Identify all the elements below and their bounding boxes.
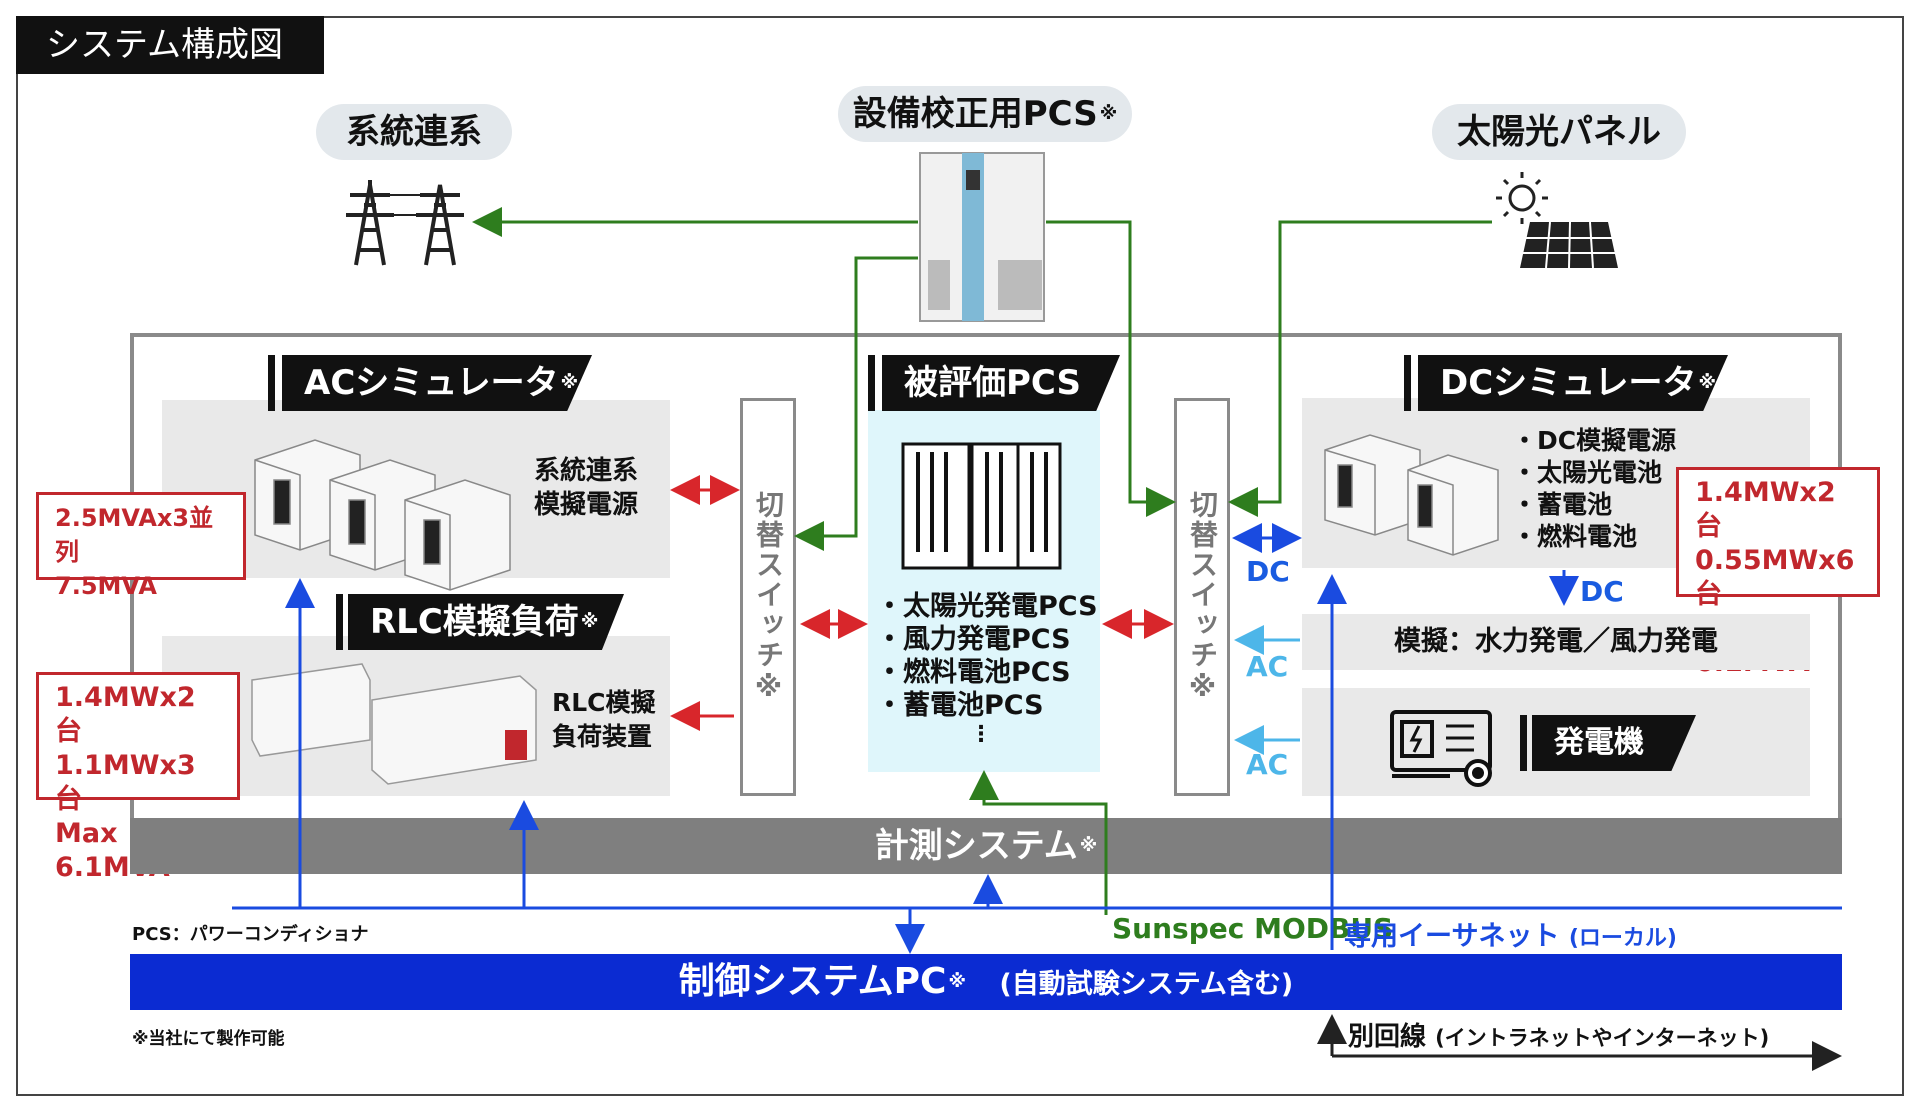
switch-right: 切替スイッチ※ [1174,398,1230,796]
rlc-header-bar [336,594,343,650]
generator-header: 発電機 [1532,715,1696,771]
grid-label: 系統連系 [316,104,512,160]
calibration-pcs-cabinet-icon [919,152,1045,322]
control-system-bar: 制御システムPC※ (自動試験システム含む) [130,954,1842,1010]
generator-header-bar [1520,715,1527,771]
solar-label: 太陽光パネル [1432,104,1686,160]
dc-simulator-header: DCシミュレータ※ [1418,355,1728,411]
pcs-type-item: ・蓄電池PCS [876,690,1044,721]
ethernet-label: 専用イーサネット (ローカル) [1344,921,1677,952]
power-tower-icon [346,180,464,266]
dc-simulator-items: ・DC模擬電源 ・太陽光電池 ・蓄電池 ・燃料電池 [1512,425,1676,553]
pcs-abbrev-note: PCS：パワーコンディショナ [132,924,369,945]
dc-header-bar [1404,355,1411,411]
solar-panel-icon [1496,172,1618,269]
emulation-block [1302,614,1810,670]
rlc-load-unit-icon [251,663,537,785]
diagram-frame [16,16,1904,1096]
pcs-under-test-header: 被評価PCS [882,355,1120,411]
dc-item: ・太陽光電池 [1512,458,1663,487]
ac-header-bar [268,355,275,411]
pcs-type-item: ・燃料電池PCS [876,657,1071,688]
other-line-arrow [1317,1014,1842,1071]
measurement-system-bar: 計測システム※ [130,818,1842,874]
modbus-label: Sunspec MODBUS [1112,912,1394,945]
calib-to-switch-left-line [794,256,918,551]
ac-simulator-cabinets-icon [254,439,511,591]
dc-item: ・DC模擬電源 [1512,426,1677,455]
switch-left: 切替スイッチ※ [740,398,796,796]
dc-output-label: DC [1580,575,1624,608]
pcs-type-list: ・太陽光発電PCS ・風力発電PCS ・燃料電池PCS ・蓄電池PCS ⋮ [876,590,1098,748]
solar-to-switch-right-line [1228,220,1492,517]
dc-item: ・燃料電池 [1512,522,1638,551]
rlc-load-desc: RLC模擬負荷装置 [552,688,656,751]
ethernet-network [232,574,1842,954]
ac-link-label-1: AC [1246,650,1289,683]
pcs-cabinets-icon [901,442,1062,570]
calib-pcs-label: 設備校正用PCS※ [838,86,1132,142]
pcs-more: ⋮ [970,722,992,747]
pcs-type-item: ・太陽光発電PCS [876,591,1098,622]
ac-simulator-desc: 系統連系模擬電源 [534,456,639,520]
rlc-load-header: RLC模擬負荷※ [348,594,624,650]
footnote: ※当社にて製作可能 [132,1029,285,1049]
emulation-label: 模擬：水力発電／風力発電 [1394,626,1718,657]
generator-icon [1390,710,1492,787]
dc-simulator-cabinets-icon [1324,434,1499,556]
ac-simulator-header: ACシミュレータ※ [282,355,592,411]
other-line-label: 別回線 (イントラネットやインターネット) [1348,1022,1770,1052]
pcs-type-item: ・風力発電PCS [876,624,1071,655]
dc-link-label: DC [1246,555,1290,588]
modbus-line [969,770,1108,915]
calib-to-switch-right-line [1046,220,1176,517]
dc-item: ・蓄電池 [1512,490,1613,519]
pcs-header-bar [868,355,875,411]
diagram-title: システム構成図 [16,16,324,74]
